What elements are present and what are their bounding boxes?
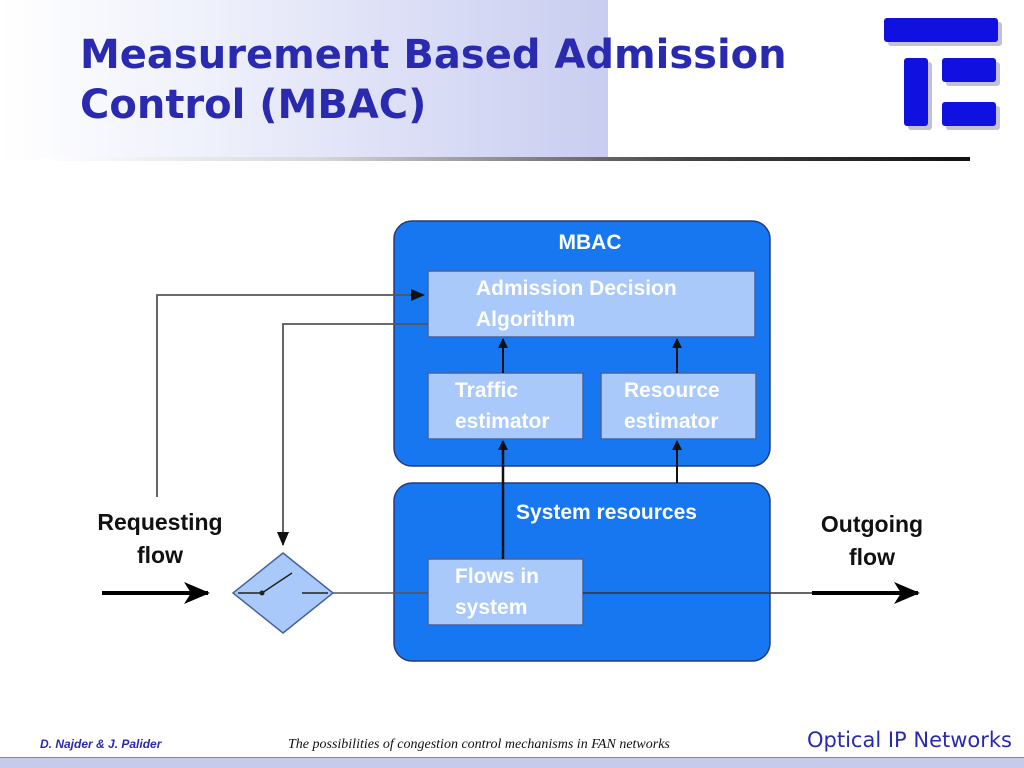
requesting-line-1: Requesting [97,509,222,535]
title-line-2: Control (MBAC) [80,82,427,128]
flows-line-2: system [455,596,527,619]
resource-line-1: Resource [624,379,720,402]
outgoing-line-2: flow [849,544,895,570]
flows-line-1: Flows in [455,565,539,588]
decision-algorithm-box [427,270,756,338]
footer-course: Optical IP Networks [806,728,1012,752]
arrow-decision-to-switch [277,323,428,546]
requesting-line-2: flow [137,542,183,568]
resource-line-2: estimator [624,410,719,433]
page-title: Measurement Based Admission Control (MBA… [80,30,820,130]
footer-subtitle: The possibilities of congestion control … [288,737,670,752]
system-resources-label: System resources [516,501,697,524]
traffic-line-2: estimator [455,410,550,433]
title-rule [40,157,970,161]
title-line-1: Measurement Based Admission [80,32,787,78]
footer: D. Najder & J. Palider The possibilities… [0,728,1024,768]
title-band [0,0,608,160]
resource-estimator-box [600,372,757,440]
footer-authors: D. Najder & J. Palider [40,737,162,751]
footer-bar [0,757,1024,768]
mbac-label: MBAC [559,231,622,254]
decision-line-2: Algorithm [476,308,575,331]
outgoing-line-1: Outgoing [821,511,923,537]
flows-in-system-box [427,558,584,626]
switch-diamond-icon [231,552,335,634]
te-logo-icon [884,18,1002,130]
arrow-request-to-decision [156,289,425,497]
traffic-estimator-box [427,372,584,440]
decision-line-1: Admission Decision [476,277,677,300]
traffic-line-1: Traffic [455,379,518,402]
